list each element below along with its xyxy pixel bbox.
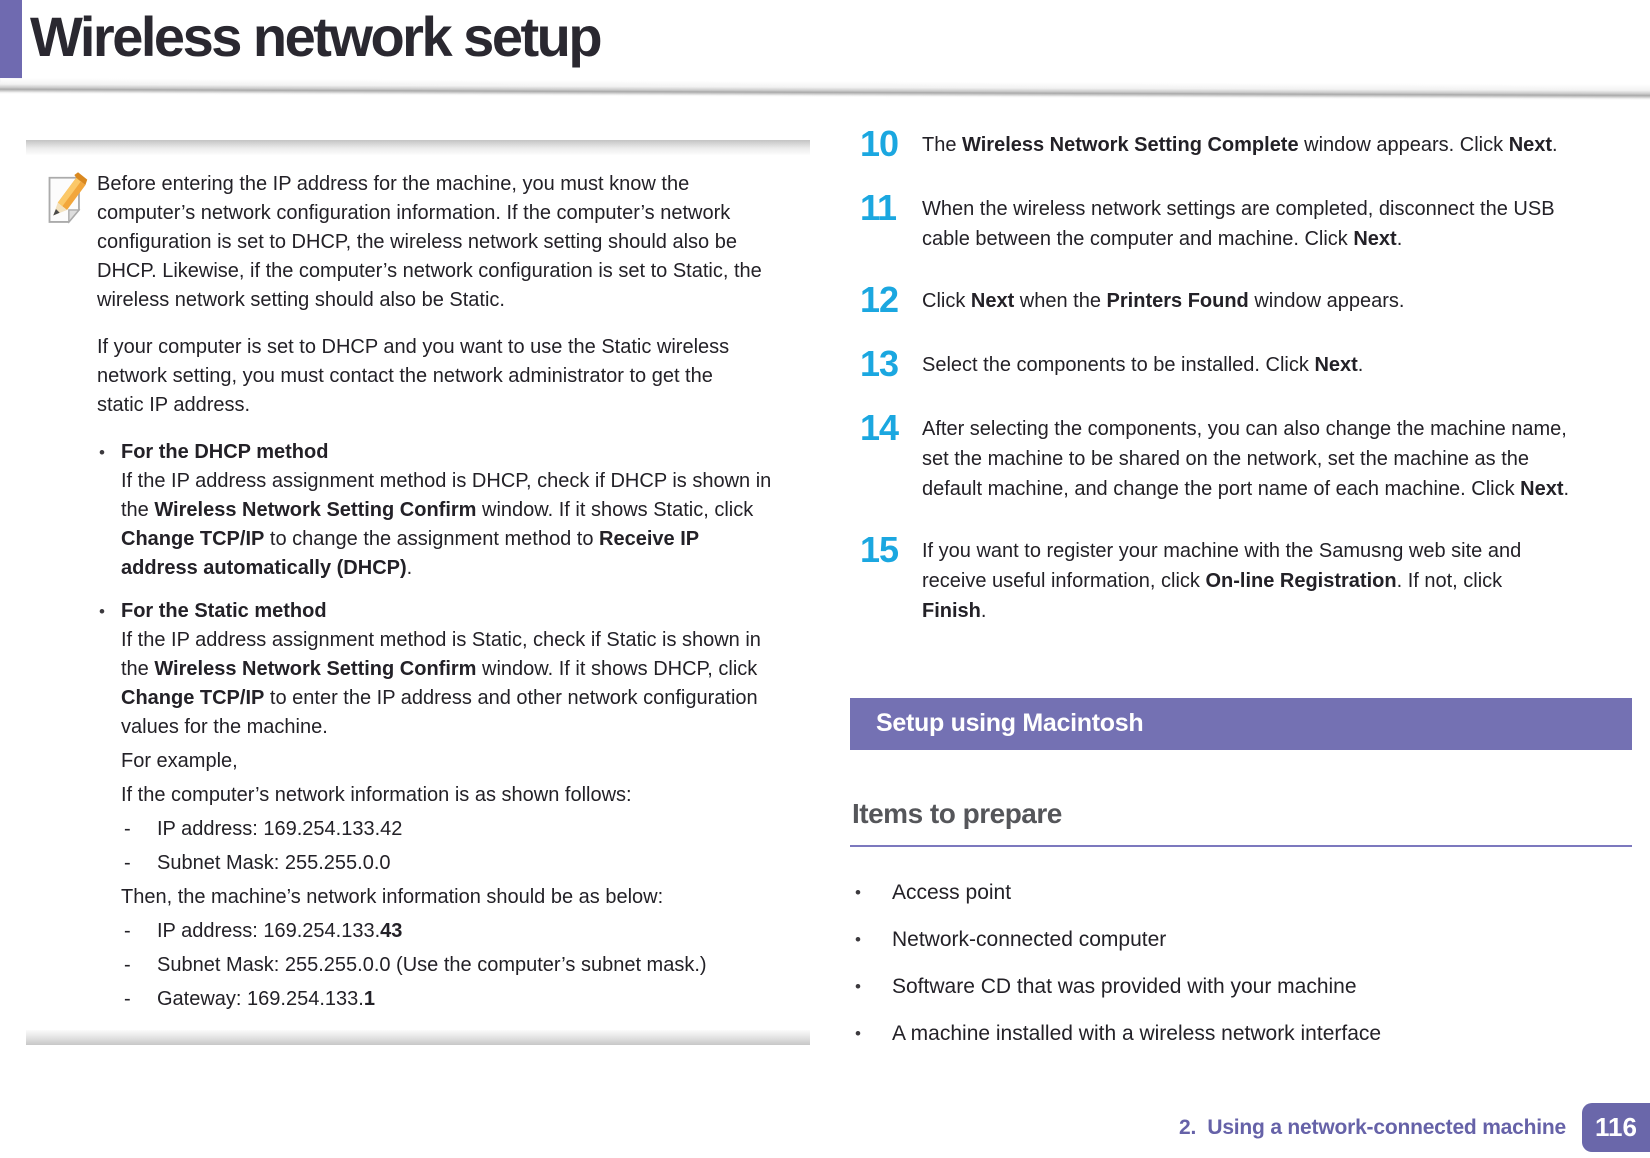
note-bullet-content: For the Static method If the IP address … bbox=[121, 597, 761, 1014]
step-number: 12 bbox=[860, 279, 899, 320]
dash-icon: - bbox=[124, 818, 131, 840]
list-item-text: A machine installed with a wireless netw… bbox=[892, 1022, 1382, 1045]
dash-item: - Subnet Mask: 255.255.0.0 (Use the comp… bbox=[121, 951, 761, 980]
list-item: • Access point bbox=[850, 869, 1632, 916]
items-list: • Access point • Network-connected compu… bbox=[850, 869, 1632, 1057]
note-bullet-static-method: • For the Static method If the IP addres… bbox=[97, 597, 800, 1014]
bullet-icon: • bbox=[99, 443, 105, 462]
step-number: 11 bbox=[860, 187, 897, 228]
step-number: 10 bbox=[860, 123, 899, 164]
bullet-title: For the Static method bbox=[121, 600, 327, 622]
step-number: 14 bbox=[860, 407, 899, 448]
note-bottom-border bbox=[26, 1030, 810, 1045]
dash-item-text: Gateway: 169.254.133.1 bbox=[157, 988, 375, 1010]
page-footer: 2. Using a network-connected machine 116 bbox=[1179, 1103, 1650, 1152]
dash-item: - IP address: 169.254.133.42 bbox=[121, 815, 761, 844]
dash-icon: - bbox=[124, 852, 131, 874]
step-15: 15 If you want to register your machine … bbox=[850, 532, 1632, 626]
bullet-title: For the DHCP method bbox=[121, 441, 329, 463]
dash-item-text: Subnet Mask: 255.255.0.0 (Use the comput… bbox=[157, 954, 707, 976]
bullet-body: If the IP address assignment method is D… bbox=[121, 470, 772, 579]
chapter-accent-bar bbox=[0, 0, 22, 90]
dash-item-text: IP address: 169.254.133.43 bbox=[157, 920, 403, 942]
step-12: 12 Click Next when the Printers Found wi… bbox=[850, 282, 1632, 318]
note-paragraph-2: If your computer is set to DHCP and you … bbox=[97, 336, 730, 416]
dash-item: - Subnet Mask: 255.255.0.0 bbox=[121, 849, 761, 878]
page-title: Wireless network setup bbox=[30, 5, 603, 68]
step-number: 13 bbox=[860, 343, 899, 384]
dash-item-text: Subnet Mask: 255.255.0.0 bbox=[157, 852, 391, 874]
example-machine-info: Then, the machine’s network information … bbox=[121, 886, 664, 908]
step-list: 10 The Wireless Network Setting Complete… bbox=[850, 0, 1632, 626]
step-text: If you want to register your machine wit… bbox=[922, 540, 1522, 622]
section-banner-macintosh: Setup using Macintosh bbox=[850, 698, 1632, 750]
step-text: After selecting the components, you can … bbox=[922, 418, 1570, 500]
dash-icon: - bbox=[124, 988, 131, 1010]
note-pencil-icon bbox=[44, 169, 90, 236]
dash-item-text: IP address: 169.254.133.42 bbox=[157, 818, 403, 840]
step-text: Select the components to be installed. C… bbox=[922, 354, 1364, 376]
step-text: The Wireless Network Setting Complete wi… bbox=[922, 134, 1558, 156]
note-paragraph-1: Before entering the IP address for the m… bbox=[97, 173, 762, 311]
bullet-icon: • bbox=[855, 1024, 861, 1043]
step-11: 11 When the wireless network settings ar… bbox=[850, 190, 1632, 254]
list-item-text: Software CD that was provided with your … bbox=[892, 975, 1357, 998]
list-item: • Network-connected computer bbox=[850, 916, 1632, 963]
items-to-prepare-heading: Items to prepare bbox=[850, 798, 1632, 847]
example-computer-info: If the computer’s network information is… bbox=[121, 784, 632, 806]
step-text: When the wireless network settings are c… bbox=[922, 198, 1555, 250]
step-14: 14 After selecting the components, you c… bbox=[850, 410, 1632, 504]
note-top-border bbox=[26, 140, 810, 155]
note-bullet-content: For the DHCP method If the IP address as… bbox=[121, 438, 771, 583]
step-number: 15 bbox=[860, 529, 899, 570]
list-item: • Software CD that was provided with you… bbox=[850, 963, 1632, 1010]
bullet-icon: • bbox=[855, 977, 861, 996]
list-item-text: Network-connected computer bbox=[892, 928, 1167, 951]
right-column: 10 The Wireless Network Setting Complete… bbox=[850, 0, 1632, 1057]
step-text: Click Next when the Printers Found windo… bbox=[922, 290, 1405, 312]
note-box: Before entering the IP address for the m… bbox=[26, 140, 810, 1045]
step-10: 10 The Wireless Network Setting Complete… bbox=[850, 126, 1632, 162]
bullet-icon: • bbox=[855, 930, 861, 949]
bullet-icon: • bbox=[855, 883, 861, 902]
bullet-icon: • bbox=[99, 602, 105, 621]
list-item: • A machine installed with a wireless ne… bbox=[850, 1010, 1632, 1057]
note-bullet-dhcp-method: • For the DHCP method If the IP address … bbox=[97, 438, 800, 583]
chapter-label: 2. Using a network-connected machine bbox=[1178, 1115, 1566, 1139]
dash-icon: - bbox=[124, 954, 131, 976]
dash-item: - IP address: 169.254.133.43 bbox=[121, 917, 761, 946]
bullet-body: If the IP address assignment method is S… bbox=[121, 629, 761, 738]
note-content: Before entering the IP address for the m… bbox=[26, 155, 810, 1014]
step-13: 13 Select the components to be installed… bbox=[850, 346, 1632, 382]
example-intro: For example, bbox=[121, 750, 238, 772]
list-item-text: Access point bbox=[892, 881, 1012, 904]
page-number-badge: 116 bbox=[1582, 1103, 1650, 1152]
dash-icon: - bbox=[124, 920, 131, 942]
dash-item: - Gateway: 169.254.133.1 bbox=[121, 985, 761, 1014]
